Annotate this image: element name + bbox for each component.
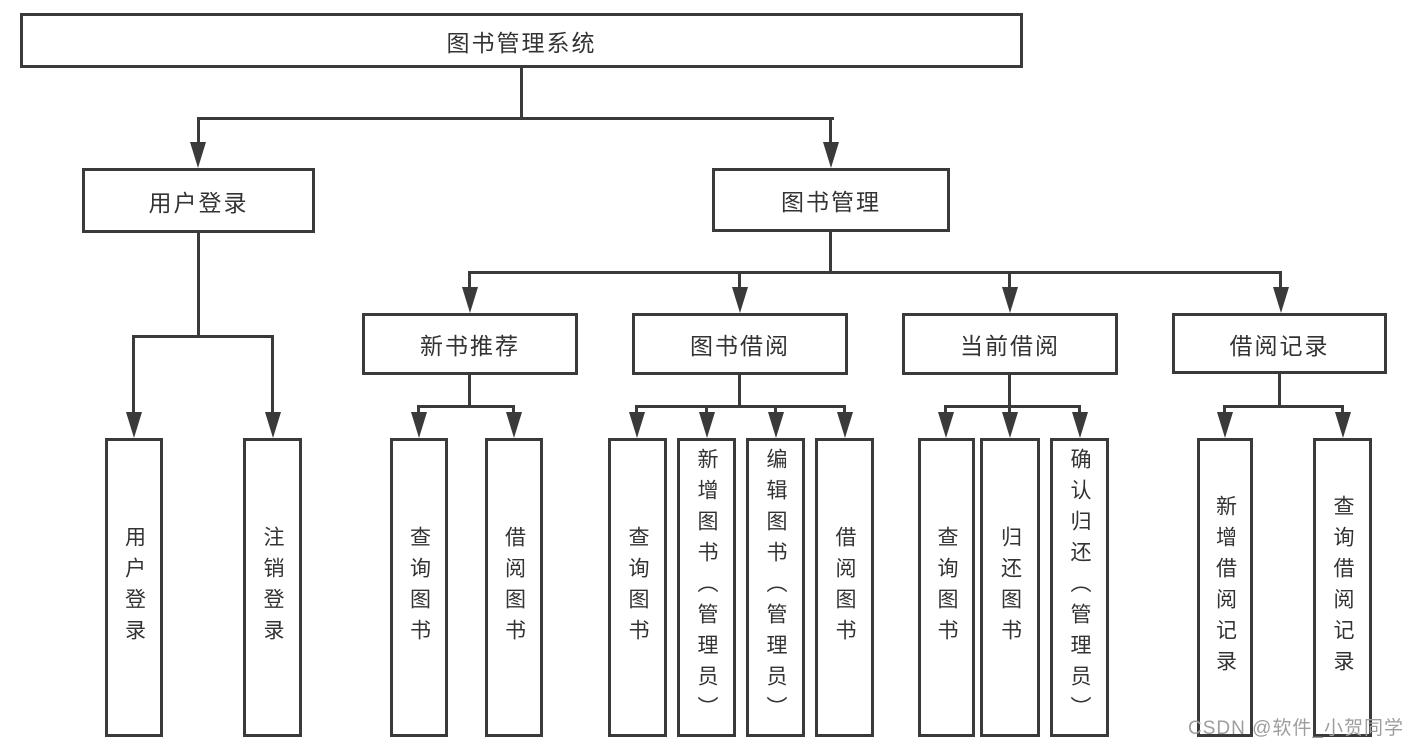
- connector-line: [1278, 374, 1281, 407]
- leaf-add-borrow-record-label: 新增借阅记录: [1213, 494, 1237, 681]
- connector-line: [1008, 375, 1011, 407]
- arrowhead-down-icon: [265, 412, 281, 438]
- leaf-query-books-borrow-label: 查询图书: [626, 525, 649, 650]
- arrowhead-down-icon: [190, 142, 206, 168]
- node-book-management-label: 图书管理: [781, 189, 881, 215]
- connector-line: [635, 405, 846, 408]
- connector-line: [1223, 405, 1226, 413]
- connector-line: [944, 405, 947, 413]
- arrowhead-down-icon: [1002, 412, 1018, 438]
- connector-line: [132, 335, 135, 413]
- connector-line: [774, 405, 777, 413]
- arrowhead-down-icon: [823, 142, 839, 168]
- leaf-query-books-current-label: 查询图书: [935, 525, 958, 650]
- leaf-query-books-current: 查询图书: [918, 438, 975, 737]
- connector-line: [1078, 405, 1081, 413]
- arrowhead-down-icon: [126, 412, 142, 438]
- connector-line: [197, 117, 834, 120]
- node-root: 图书管理系统: [20, 13, 1023, 68]
- arrowhead-down-icon: [1002, 287, 1018, 313]
- connector-line: [705, 405, 708, 413]
- leaf-query-books-recommend-label: 查询图书: [407, 525, 431, 650]
- connector-line: [738, 375, 741, 407]
- connector-line: [1341, 405, 1344, 413]
- watermark: CSDN @软件_小贺同学: [1188, 718, 1404, 739]
- leaf-query-books-recommend: 查询图书: [390, 438, 448, 737]
- connector-line: [738, 271, 741, 288]
- connector-line: [1008, 271, 1011, 288]
- leaf-return-book: 归还图书: [980, 438, 1040, 737]
- node-borrow-records: 借阅记录: [1172, 313, 1387, 374]
- node-root-label: 图书管理系统: [446, 29, 597, 56]
- node-borrow-records-label: 借阅记录: [1229, 332, 1330, 359]
- node-user-login-label: 用户登录: [148, 189, 249, 216]
- leaf-user-login-label: 用户登录: [122, 525, 146, 650]
- leaf-logout: 注销登录: [243, 438, 302, 737]
- leaf-edit-book-admin-label: 编辑图书（管理员）: [764, 448, 787, 727]
- node-user-login: 用户登录: [82, 168, 315, 233]
- connector-line: [944, 405, 1081, 408]
- arrowhead-down-icon: [1217, 412, 1233, 438]
- connector-line: [271, 335, 274, 413]
- arrowhead-down-icon: [629, 412, 645, 438]
- leaf-add-book-admin: 新增图书（管理员）: [677, 438, 736, 737]
- connector-line: [1223, 405, 1344, 408]
- node-new-book-recommend-label: 新书推荐: [420, 333, 520, 359]
- leaf-confirm-return-admin: 确认归还（管理员）: [1050, 438, 1109, 737]
- arrowhead-down-icon: [732, 287, 748, 313]
- connector-line: [417, 405, 420, 413]
- leaf-edit-book-admin: 编辑图书（管理员）: [746, 438, 805, 737]
- node-book-borrow: 图书借阅: [632, 313, 848, 375]
- connector-line: [417, 405, 515, 408]
- connector-line: [843, 405, 846, 413]
- leaf-query-books-borrow: 查询图书: [608, 438, 667, 737]
- leaf-user-login: 用户登录: [105, 438, 163, 737]
- arrowhead-down-icon: [1273, 287, 1289, 313]
- leaf-query-borrow-record-label: 查询借阅记录: [1331, 494, 1354, 681]
- arrowhead-down-icon: [699, 412, 715, 438]
- connector-line: [520, 68, 523, 118]
- arrowhead-down-icon: [837, 412, 853, 438]
- node-current-borrow: 当前借阅: [902, 313, 1118, 375]
- connector-line: [1279, 271, 1282, 288]
- node-new-book-recommend: 新书推荐: [362, 313, 578, 375]
- arrowhead-down-icon: [1072, 412, 1088, 438]
- node-book-borrow-label: 图书借阅: [690, 333, 790, 359]
- connector-line: [468, 271, 471, 288]
- leaf-query-borrow-record: 查询借阅记录: [1313, 438, 1372, 737]
- leaf-logout-label: 注销登录: [261, 525, 284, 650]
- arrowhead-down-icon: [1335, 412, 1351, 438]
- leaf-borrow-books-recommend: 借阅图书: [485, 438, 543, 737]
- arrowhead-down-icon: [506, 412, 522, 438]
- arrowhead-down-icon: [938, 412, 954, 438]
- connector-line: [829, 232, 832, 272]
- connector-line: [132, 335, 274, 338]
- leaf-add-book-admin-label: 新增图书（管理员）: [695, 448, 718, 727]
- connector-line: [635, 405, 638, 413]
- arrowhead-down-icon: [768, 412, 784, 438]
- connector-line: [197, 117, 200, 143]
- node-current-borrow-label: 当前借阅: [960, 333, 1060, 359]
- leaf-borrow-books-recommend-label: 借阅图书: [502, 525, 526, 650]
- connector-line: [197, 233, 200, 336]
- connector-line: [468, 375, 471, 407]
- node-book-management: 图书管理: [712, 168, 950, 232]
- connector-line: [512, 405, 515, 413]
- connector-line: [468, 271, 1282, 274]
- leaf-return-book-label: 归还图书: [998, 525, 1022, 650]
- arrowhead-down-icon: [411, 412, 427, 438]
- leaf-confirm-return-admin-label: 确认归还（管理员）: [1068, 448, 1091, 727]
- connector-line: [829, 117, 832, 143]
- arrowhead-down-icon: [462, 287, 478, 313]
- leaf-borrow-books-label: 借阅图书: [833, 525, 856, 650]
- leaf-add-borrow-record: 新增借阅记录: [1197, 438, 1253, 737]
- leaf-borrow-books: 借阅图书: [815, 438, 874, 737]
- connector-line: [1008, 405, 1011, 413]
